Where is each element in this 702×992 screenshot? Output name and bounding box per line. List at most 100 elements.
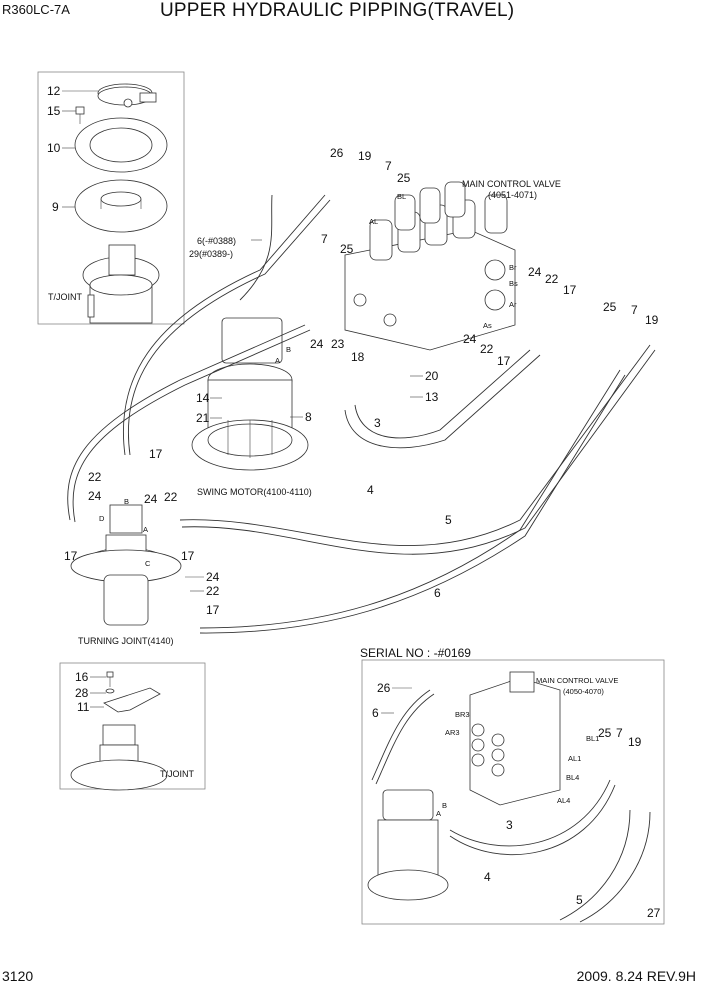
- inset-bottom-left: 16 28 11 T/JOINT: [59, 662, 206, 791]
- mcv-label-line2: (4051-4071): [488, 190, 537, 200]
- callout-28: 28: [75, 686, 89, 700]
- swing-motor: [191, 317, 309, 471]
- hoses: [67, 194, 656, 634]
- callout-4: 4: [367, 483, 374, 497]
- callout-17d: 17: [64, 549, 78, 563]
- tjoint-caption-2: T/JOINT: [160, 769, 194, 779]
- port-A-serial: A: [436, 809, 441, 818]
- seal-plate-part: [74, 179, 168, 233]
- callout-17f: 17: [206, 603, 220, 617]
- callout-22a: 22: [545, 272, 559, 286]
- tjoint-caption: T/JOINT: [48, 292, 82, 302]
- callout-3: 3: [374, 416, 381, 430]
- mcv-label-line1: MAIN CONTROL VALVE: [462, 179, 561, 189]
- bolt-part: [75, 106, 85, 124]
- callout-12: 12: [47, 84, 61, 98]
- serial-callout-7: 7: [616, 726, 623, 740]
- port-As: As: [483, 321, 492, 330]
- callout-22d: 22: [164, 490, 178, 504]
- callout-10: 10: [47, 141, 61, 155]
- callout-13: 13: [425, 390, 439, 404]
- callout-24f: 24: [206, 570, 220, 584]
- port-AR3: AR3: [445, 728, 460, 737]
- callout-17a: 17: [563, 283, 577, 297]
- serial-callout-5: 5: [576, 893, 583, 907]
- serial-callout-4: 4: [484, 870, 491, 884]
- port-A: A: [275, 356, 280, 365]
- port-Ar: Ar: [509, 300, 517, 309]
- port-BL4: BL4: [566, 773, 579, 782]
- port-Br: Br: [509, 263, 517, 272]
- callout-7c: 7: [631, 303, 638, 317]
- callout-21: 21: [196, 411, 210, 425]
- callout-29-hose: 29(#0389-): [189, 249, 233, 259]
- model-code: R360LC-7A: [2, 2, 70, 17]
- callout-14: 14: [196, 391, 210, 405]
- callout-22c: 22: [88, 470, 102, 484]
- callout-22b: 22: [480, 342, 494, 356]
- serial-callout-26: 26: [377, 681, 391, 695]
- callout-24d: 24: [88, 489, 102, 503]
- page-number: 3120: [2, 968, 34, 984]
- serial-callout-3: 3: [506, 818, 513, 832]
- port-B-serial: B: [442, 801, 447, 810]
- serial-number-label: SERIAL NO : -#0169: [360, 646, 471, 660]
- turning-joint: [70, 504, 182, 626]
- port-B-tj: B: [124, 497, 129, 506]
- callout-25a: 25: [397, 171, 411, 185]
- revision-date: 2009. 8.24 REV.9H: [576, 968, 696, 984]
- hose-clamp-part: [97, 83, 157, 108]
- inset-frame: [37, 71, 185, 325]
- callout-17b: 17: [497, 354, 511, 368]
- callout-7a: 7: [385, 159, 392, 173]
- port-BL1: BL1: [586, 734, 599, 743]
- turning-joint-part: [82, 244, 160, 324]
- serial-callout-27: 27: [647, 906, 661, 920]
- serial-callout-6: 6: [372, 706, 379, 720]
- callout-8: 8: [305, 410, 312, 424]
- callout-5: 5: [445, 513, 452, 527]
- inset-frame: [361, 659, 665, 925]
- callout-15: 15: [47, 104, 61, 118]
- turning-joint-label: TURNING JOINT(4140): [78, 636, 174, 646]
- callout-17c: 17: [149, 447, 163, 461]
- callout-6: 6: [434, 586, 441, 600]
- serial-callout-25: 25: [598, 726, 612, 740]
- callout-24c: 24: [310, 337, 324, 351]
- swing-motor-label: SWING MOTOR(4100-4110): [197, 487, 312, 497]
- callout-26: 26: [330, 146, 344, 160]
- port-B: B: [286, 345, 291, 354]
- callout-17e: 17: [181, 549, 195, 563]
- callout-18: 18: [351, 350, 365, 364]
- callout-6-hose: 6(-#0388): [197, 236, 236, 246]
- port-Bs: Bs: [509, 279, 518, 288]
- callout-24b: 24: [463, 332, 477, 346]
- callout-24a: 24: [528, 265, 542, 279]
- page-title: UPPER HYDRAULIC PIPPING(TRAVEL): [160, 0, 515, 21]
- port-AL1: AL1: [568, 754, 581, 763]
- callout-25b: 25: [340, 242, 354, 256]
- callout-9: 9: [52, 200, 59, 214]
- port-BL: BL: [397, 192, 406, 201]
- cover-plate-part: [74, 117, 168, 173]
- serial-callout-19: 19: [628, 735, 642, 749]
- port-BR3: BR3: [455, 710, 470, 719]
- callout-16: 16: [75, 670, 89, 684]
- inset-top-left: 12 15 10 9 T/JOINT: [37, 71, 185, 325]
- callout-7b: 7: [321, 232, 328, 246]
- main-control-valve: [344, 181, 516, 351]
- serial-mcv-line2: (4050-4070): [563, 687, 604, 696]
- callout-24e: 24: [144, 492, 158, 506]
- callout-19a: 19: [358, 149, 372, 163]
- port-AL4: AL4: [557, 796, 570, 805]
- port-A-tj: A: [143, 525, 148, 534]
- port-C: C: [145, 559, 151, 568]
- serial-mcv-line1: MAIN CONTROL VALVE: [536, 676, 618, 685]
- port-AL: AL: [369, 217, 378, 226]
- callout-20: 20: [425, 369, 439, 383]
- inset-serial: [361, 659, 665, 925]
- port-D: D: [99, 514, 105, 523]
- callout-22e: 22: [206, 584, 220, 598]
- callout-19b: 19: [645, 313, 659, 327]
